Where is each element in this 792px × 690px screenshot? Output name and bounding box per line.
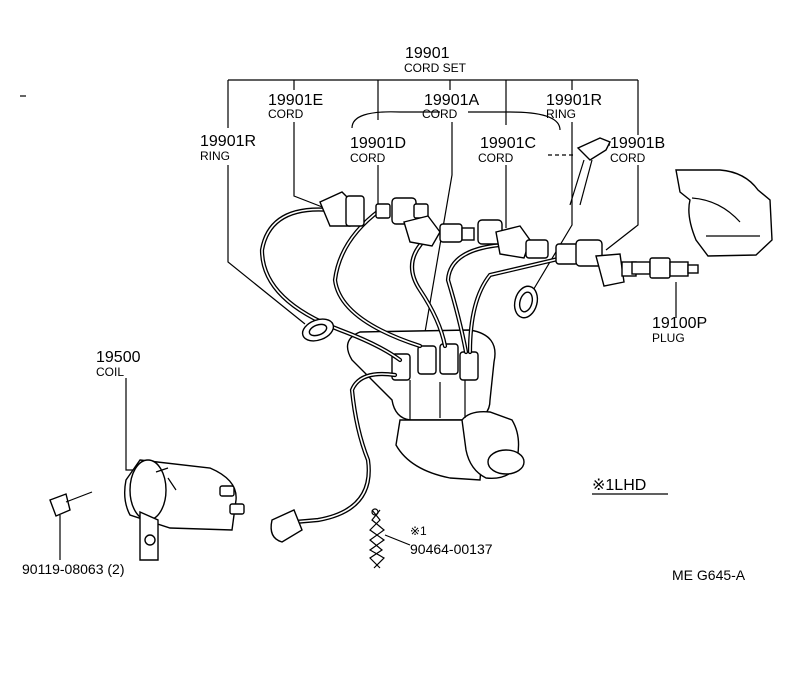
clip-number: 90464-00137 xyxy=(410,541,493,557)
cord-e-number: 19901E xyxy=(268,92,323,109)
spark-plug xyxy=(631,257,699,279)
coil-bolt xyxy=(49,491,93,517)
lhd-note: ※1LHD xyxy=(592,477,646,494)
wire-clip-upper xyxy=(576,137,611,161)
cord-set-bracket xyxy=(227,79,639,135)
bolt-number: 90119-08063 (2) xyxy=(22,561,124,577)
cord-b-number: 19901B xyxy=(610,135,665,152)
coil-end-boot xyxy=(270,509,303,543)
coil-number: 19500 xyxy=(96,349,141,366)
wire-clip-lhd xyxy=(368,508,386,569)
cord-d-name: CORD xyxy=(350,151,386,165)
cord-set-name: CORD SET xyxy=(404,61,467,75)
ring-left-name: RING xyxy=(200,149,230,163)
rubber-rings xyxy=(301,285,539,342)
ring-right-number: 19901R xyxy=(546,92,602,109)
distributor xyxy=(346,329,525,481)
cord-c-number: 19901C xyxy=(480,135,536,152)
cord-c-name: CORD xyxy=(478,151,514,165)
ring-right-name: RING xyxy=(546,107,576,121)
cord-e-name: CORD xyxy=(268,107,304,121)
cord-a-number: 19901A xyxy=(424,92,479,109)
cord-b-name: CORD xyxy=(610,151,646,165)
coil-name: COIL xyxy=(96,365,124,379)
plug-number: 19100P xyxy=(652,315,707,332)
clip-mark: ※1 xyxy=(410,524,427,538)
engine-housing xyxy=(675,169,773,257)
ring-left-number: 19901R xyxy=(200,133,256,150)
ignition-wires xyxy=(259,207,578,525)
cord-d-number: 19901D xyxy=(350,135,406,152)
drawing-code: ME G645-A xyxy=(672,567,746,583)
cord-a-name: CORD xyxy=(422,107,458,121)
plug-boots xyxy=(319,191,637,287)
plug-name: PLUG xyxy=(652,331,685,345)
cord-set-number: 19901 xyxy=(405,45,450,62)
ignition-coil xyxy=(123,459,245,561)
